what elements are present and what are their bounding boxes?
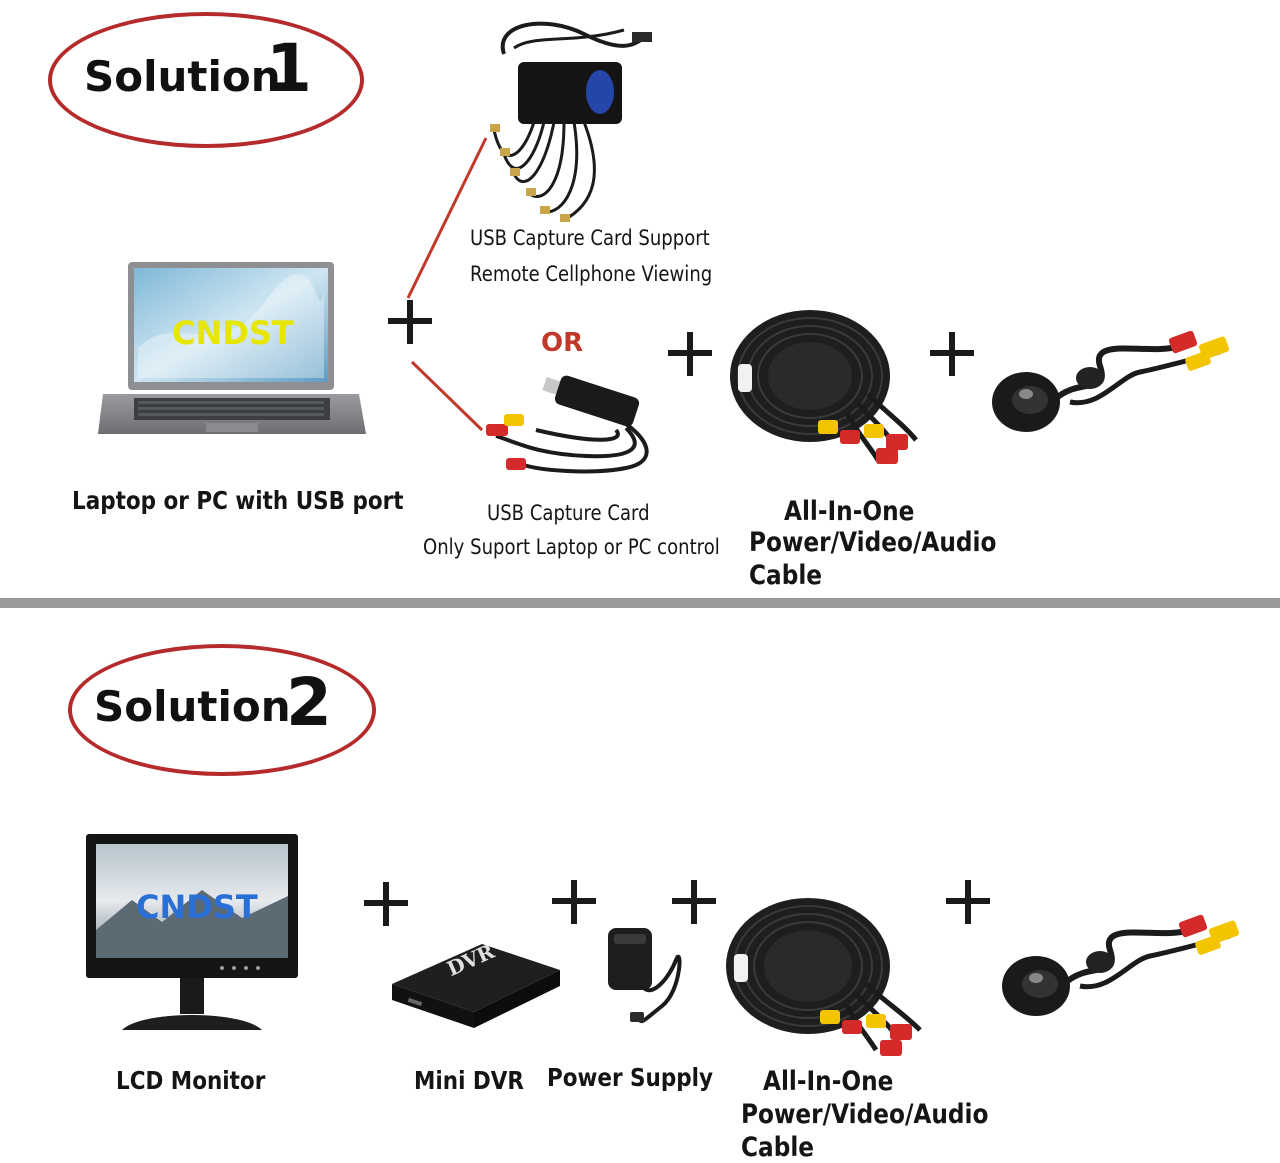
cable-coil-image bbox=[730, 310, 918, 464]
section-divider bbox=[0, 598, 1280, 608]
solution-2-number: 2 bbox=[286, 664, 332, 741]
mini-dvr-label: Mini DVR bbox=[414, 1066, 524, 1095]
power-supply-image bbox=[608, 928, 682, 1024]
laptop-image bbox=[98, 262, 366, 434]
cable-coil-image bbox=[726, 898, 922, 1056]
power-supply-label: Power Supply bbox=[547, 1063, 714, 1092]
laptop-brand-text: CNDST bbox=[172, 314, 294, 352]
cable-1-line3: Cable bbox=[749, 560, 823, 591]
capture-card-b-line1: USB Capture Card bbox=[487, 501, 650, 525]
usb-capture-stick-image bbox=[486, 375, 649, 474]
or-label: OR bbox=[541, 328, 584, 358]
plus-icon bbox=[672, 880, 716, 924]
cable-2-line2: Power/Video/Audio bbox=[741, 1099, 989, 1130]
plus-icon bbox=[930, 332, 974, 376]
camera-image bbox=[1002, 914, 1240, 1016]
capture-card-a-line1: USB Capture Card Support bbox=[470, 226, 710, 250]
plus-icon bbox=[364, 882, 408, 926]
cable-2-line3: Cable bbox=[741, 1132, 815, 1163]
laptop-label: Laptop or PC with USB port bbox=[72, 486, 404, 515]
cable-1-line2: Power/Video/Audio bbox=[749, 527, 997, 558]
usb-capture-card-4ch-image bbox=[490, 21, 652, 222]
plus-icon bbox=[946, 880, 990, 924]
solution-1-number: 1 bbox=[266, 30, 312, 107]
cable-1-line1: All-In-One bbox=[784, 496, 915, 527]
camera-image bbox=[992, 330, 1230, 432]
capture-card-b-line2: Only Suport Laptop or PC control bbox=[423, 535, 720, 559]
mini-dvr-image bbox=[392, 944, 560, 1028]
connector-lines bbox=[406, 137, 488, 432]
solution-2-title: Solution bbox=[94, 682, 291, 731]
plus-icon bbox=[668, 332, 712, 376]
monitor-brand-text: CNDST bbox=[136, 888, 258, 926]
lcd-monitor-label: LCD Monitor bbox=[116, 1066, 266, 1095]
capture-card-a-line2: Remote Cellphone Viewing bbox=[470, 262, 713, 286]
solution-2-ellipse bbox=[68, 644, 376, 776]
solution-1-ellipse bbox=[48, 12, 364, 148]
cable-2-line1: All-In-One bbox=[763, 1066, 894, 1097]
lcd-monitor-image bbox=[86, 834, 298, 1030]
plus-icon bbox=[552, 880, 596, 924]
plus-icon bbox=[388, 300, 432, 344]
solution-1-title: Solution bbox=[84, 52, 281, 101]
